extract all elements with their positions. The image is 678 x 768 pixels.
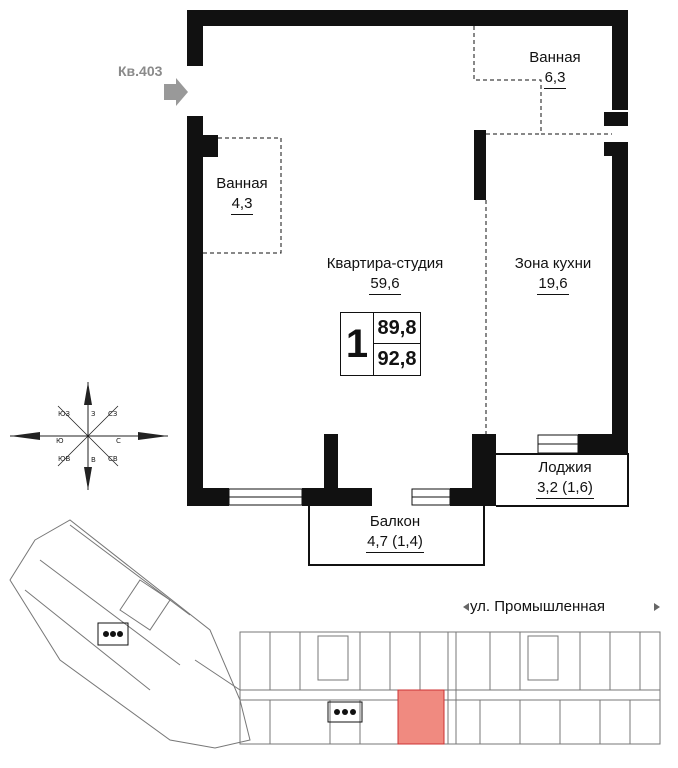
- outer-walls: [187, 10, 628, 506]
- compass-north: С: [116, 437, 121, 445]
- compass-ne: СВ: [108, 455, 118, 463]
- balcony-outline: [308, 506, 485, 566]
- apartment-area-box: 1 89,8 92,8: [340, 312, 421, 376]
- entry-arrow-icon: [164, 78, 188, 106]
- room-bathroom-small: Ванная 4,3: [197, 174, 287, 215]
- compass-sw: ЮЗ: [58, 410, 71, 418]
- apartment-highlight: [397, 689, 445, 745]
- elevator-icon: [97, 622, 363, 723]
- room-studio: Квартира-студия 59,6: [310, 254, 460, 295]
- street-left-arrow-icon: [463, 603, 469, 611]
- windows: [228, 434, 579, 506]
- compass-west: З: [91, 410, 96, 418]
- loggia-outline: [496, 453, 629, 507]
- compass-se: ЮВ: [58, 455, 71, 463]
- entry-label: Кв.403: [118, 63, 163, 79]
- street-label: ул. Промышленная: [470, 598, 605, 615]
- street-right-arrow-icon: [654, 603, 660, 611]
- room-balcony: Балкон 4,7 (1,4): [345, 512, 445, 553]
- compass-nw: СЗ: [108, 410, 118, 418]
- room-kitchen: Зона кухни 19,6: [498, 254, 608, 295]
- area-living: 89,8: [377, 316, 417, 339]
- compass-east: В: [91, 456, 96, 464]
- room-loggia: Лоджия 3,2 (1,6): [510, 458, 620, 499]
- room-count: 1: [340, 312, 373, 376]
- room-bathroom-large: Ванная 6,3: [510, 48, 600, 89]
- dashed-partitions: [203, 26, 612, 434]
- area-total: 92,8: [374, 343, 420, 374]
- inner-walls: [196, 112, 628, 506]
- compass-south: Ю: [56, 437, 64, 445]
- compass-icon: [10, 382, 168, 490]
